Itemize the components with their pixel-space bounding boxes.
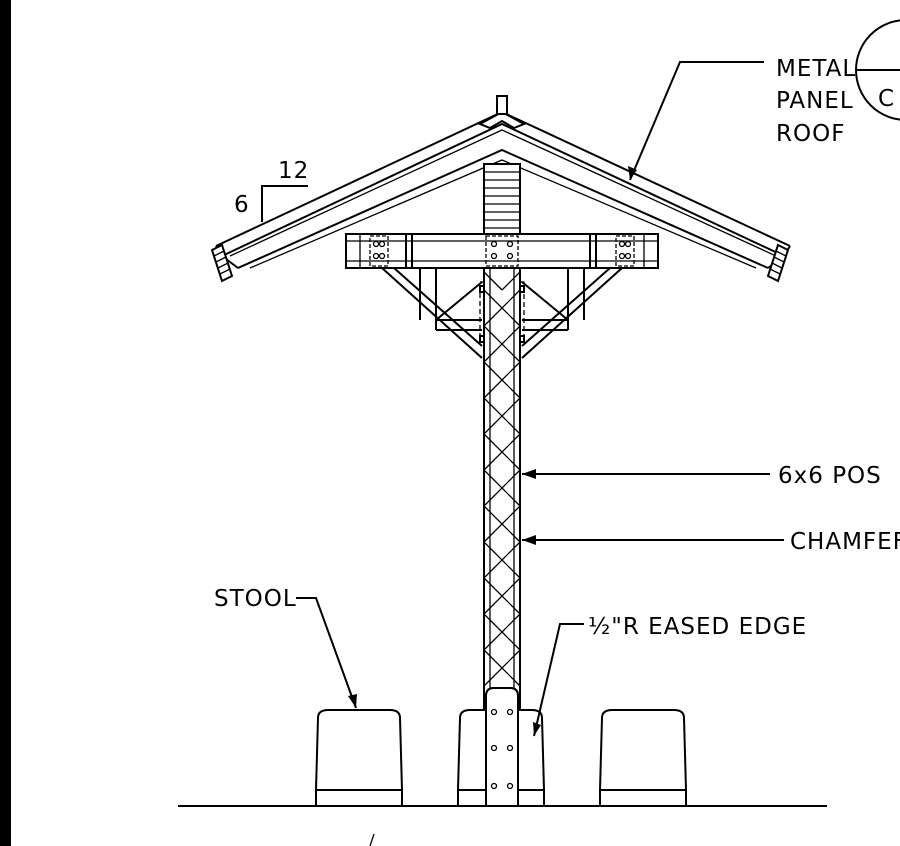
slope-rise-label: 6 [234, 192, 250, 218]
section-marker-letter: C [878, 86, 895, 112]
roof-label: ROOF [776, 121, 845, 147]
chamfer-callout: CHAMFEF [522, 529, 900, 555]
roof [210, 95, 791, 283]
chamfer-label: CHAMFEF [790, 529, 900, 555]
roof-slope-indicator: 12 6 [234, 158, 309, 222]
finial [496, 95, 508, 115]
knee-braces [381, 267, 623, 359]
slope-run-label: 12 [278, 158, 309, 184]
stool-callout: STOOL [214, 586, 357, 709]
left-border-strip [0, 0, 11, 846]
right-eave-trim [766, 243, 790, 283]
metal-label: METAL [776, 56, 856, 82]
king-post [483, 163, 521, 235]
eased-edge-callout: ½"R EASED EDGE [533, 614, 807, 737]
panel-label: PANEL [776, 88, 854, 114]
section-marker: C [855, 19, 900, 121]
metal-roof-callout: METAL PANEL ROOF [628, 56, 856, 181]
stool-left [314, 709, 404, 807]
beam [345, 233, 659, 269]
eased-edge-label: ½"R EASED EDGE [588, 614, 807, 640]
stool-label: STOOL [214, 586, 297, 612]
stool-right [598, 709, 688, 807]
post-label: 6x6 POS [778, 463, 882, 489]
post-callout: 6x6 POS [522, 463, 882, 489]
bottom-fragment-mark [369, 833, 375, 846]
left-eave-trim [210, 243, 234, 283]
stool-center [456, 687, 546, 807]
